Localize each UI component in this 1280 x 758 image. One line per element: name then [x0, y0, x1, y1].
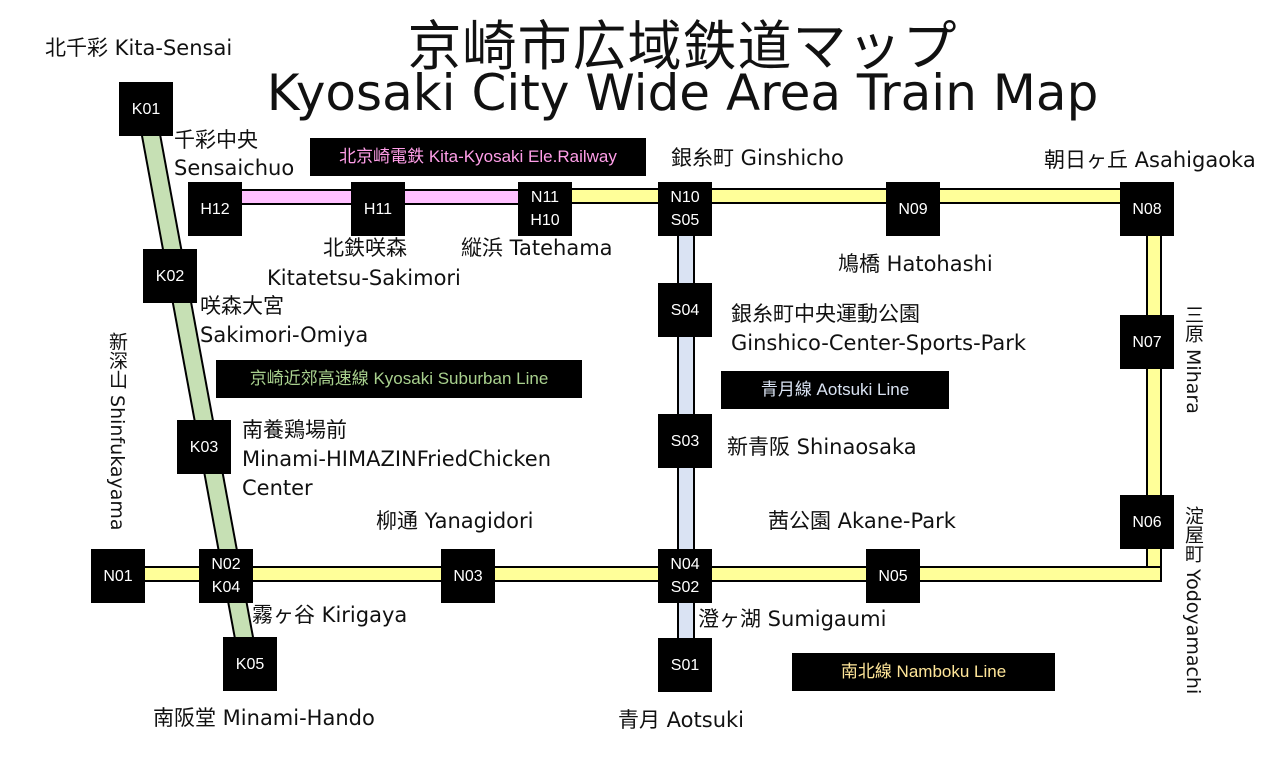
aotsuki-line-label: 青月線 Aotsuki Line — [721, 371, 949, 409]
station-code: K04 — [211, 579, 241, 596]
station-name-minami-hando: 南阪堂 Minami-Hando — [153, 706, 375, 730]
station-name-yanagidori: 柳通 Yanagidori — [376, 509, 534, 533]
map-title-jp: 京崎市広域鉄道マップ — [407, 15, 958, 78]
station-code: N11 — [530, 189, 560, 206]
station-K02[interactable]: K02 — [143, 249, 197, 303]
suburban-line-label: 京崎近郊高速線 Kyosaki Suburban Line — [216, 360, 582, 398]
station-name-yodoyamachi: 淀屋町 Yodoyamachi — [1182, 506, 1204, 695]
station-N05[interactable]: N05 — [866, 549, 920, 603]
station-code: H11 — [363, 200, 393, 218]
namboku-line-label: 南北線 Namboku Line — [792, 653, 1055, 691]
station-name-shinaosaka: 新青阪 Shinaosaka — [727, 435, 917, 459]
station-code: N09 — [898, 200, 928, 218]
station-name-sakimori-jp: 咲森大宮 — [200, 294, 284, 318]
station-name-sports-park-en: Ginshico-Center-Sports-Park — [731, 331, 1027, 355]
station-name-kitatetsu-jp: 北鉄咲森 — [323, 236, 407, 260]
station-N03[interactable]: N03 — [441, 549, 495, 603]
station-name-sensaichuo-jp: 千彩中央 — [174, 128, 258, 152]
station-code: N05 — [878, 567, 908, 585]
namboku-line-fill-bottom — [118, 568, 1160, 580]
station-H12[interactable]: H12 — [188, 182, 242, 236]
station-code: S03 — [670, 432, 700, 450]
station-code: N02 — [211, 556, 241, 573]
station-code: S05 — [670, 212, 700, 229]
station-code: S04 — [670, 301, 700, 319]
station-name-kitatetsu-en: Kitatetsu-Sakimori — [267, 266, 461, 290]
station-name-minami-himazin-jp: 南養鶏場前 — [242, 418, 347, 442]
station-K01[interactable]: K01 — [119, 82, 173, 136]
station-code: S02 — [670, 579, 700, 596]
station-code: K03 — [189, 438, 219, 456]
station-name-tatehama: 縦浜 Tatehama — [461, 236, 613, 260]
station-code: S01 — [670, 656, 700, 674]
station-name-sports-park-jp: 銀糸町中央運動公園 — [731, 302, 920, 326]
namboku-line-fill-right — [1148, 190, 1160, 580]
station-K05[interactable]: K05 — [223, 637, 277, 691]
station-name-minami-himazin-en2: Center — [242, 476, 313, 500]
station-name-sumigaumi: 澄ヶ湖 Sumigaumi — [698, 607, 887, 631]
station-code: N06 — [1132, 513, 1162, 531]
station-code: K02 — [155, 267, 185, 285]
station-name-hatohashi: 鳩橋 Hatohashi — [838, 252, 993, 276]
station-N01[interactable]: N01 — [91, 549, 145, 603]
station-N08[interactable]: N08 — [1120, 182, 1174, 236]
station-name-kita-sensai: 北千彩 Kita-Sensai — [45, 36, 233, 60]
station-N07[interactable]: N07 — [1120, 315, 1174, 369]
station-name-akane-park: 茜公園 Akane-Park — [768, 509, 956, 533]
station-name-sakimori-en: Sakimori-Omiya — [200, 323, 369, 347]
station-name-aotsuki: 青月 Aotsuki — [618, 708, 744, 732]
station-code: K01 — [131, 100, 161, 118]
station-code: N01 — [103, 567, 133, 585]
station-S03[interactable]: S03 — [658, 414, 712, 468]
station-code: N04 — [670, 556, 700, 573]
station-code: N10 — [670, 189, 700, 206]
station-name-shinfukayama: 新深山 Shinfukayama — [106, 332, 128, 531]
kita-kyosaki-line-label: 北京崎電鉄 Kita-Kyosaki Ele.Railway — [310, 138, 646, 176]
station-name-ginshicho: 銀糸町 Ginshicho — [671, 146, 844, 170]
station-code: N07 — [1132, 333, 1162, 351]
station-name-sensaichuo-en: Sensaichuo — [174, 156, 295, 180]
map-title-en: Kyosaki City Wide Area Train Map — [266, 64, 1099, 122]
station-code: H12 — [200, 200, 230, 218]
station-name-mihara: 三原 Mihara — [1182, 305, 1204, 414]
station-name-asahigaoka: 朝日ヶ丘 Asahigaoka — [1044, 148, 1256, 172]
station-S04[interactable]: S04 — [658, 283, 712, 337]
station-code: N08 — [1132, 200, 1162, 218]
station-code: H10 — [530, 212, 560, 229]
station-code: N03 — [453, 567, 483, 585]
station-N09[interactable]: N09 — [886, 182, 940, 236]
namboku-line-fill-top — [545, 190, 1158, 202]
station-H11[interactable]: H11 — [351, 182, 405, 236]
station-K03[interactable]: K03 — [177, 420, 231, 474]
station-N06[interactable]: N06 — [1120, 495, 1174, 549]
station-code: K05 — [235, 655, 265, 673]
station-name-kirigaya: 霧ヶ谷 Kirigaya — [252, 603, 408, 627]
station-name-minami-himazin-en1: Minami-HIMAZINFriedChicken — [242, 447, 552, 471]
station-S01[interactable]: S01 — [658, 638, 712, 692]
